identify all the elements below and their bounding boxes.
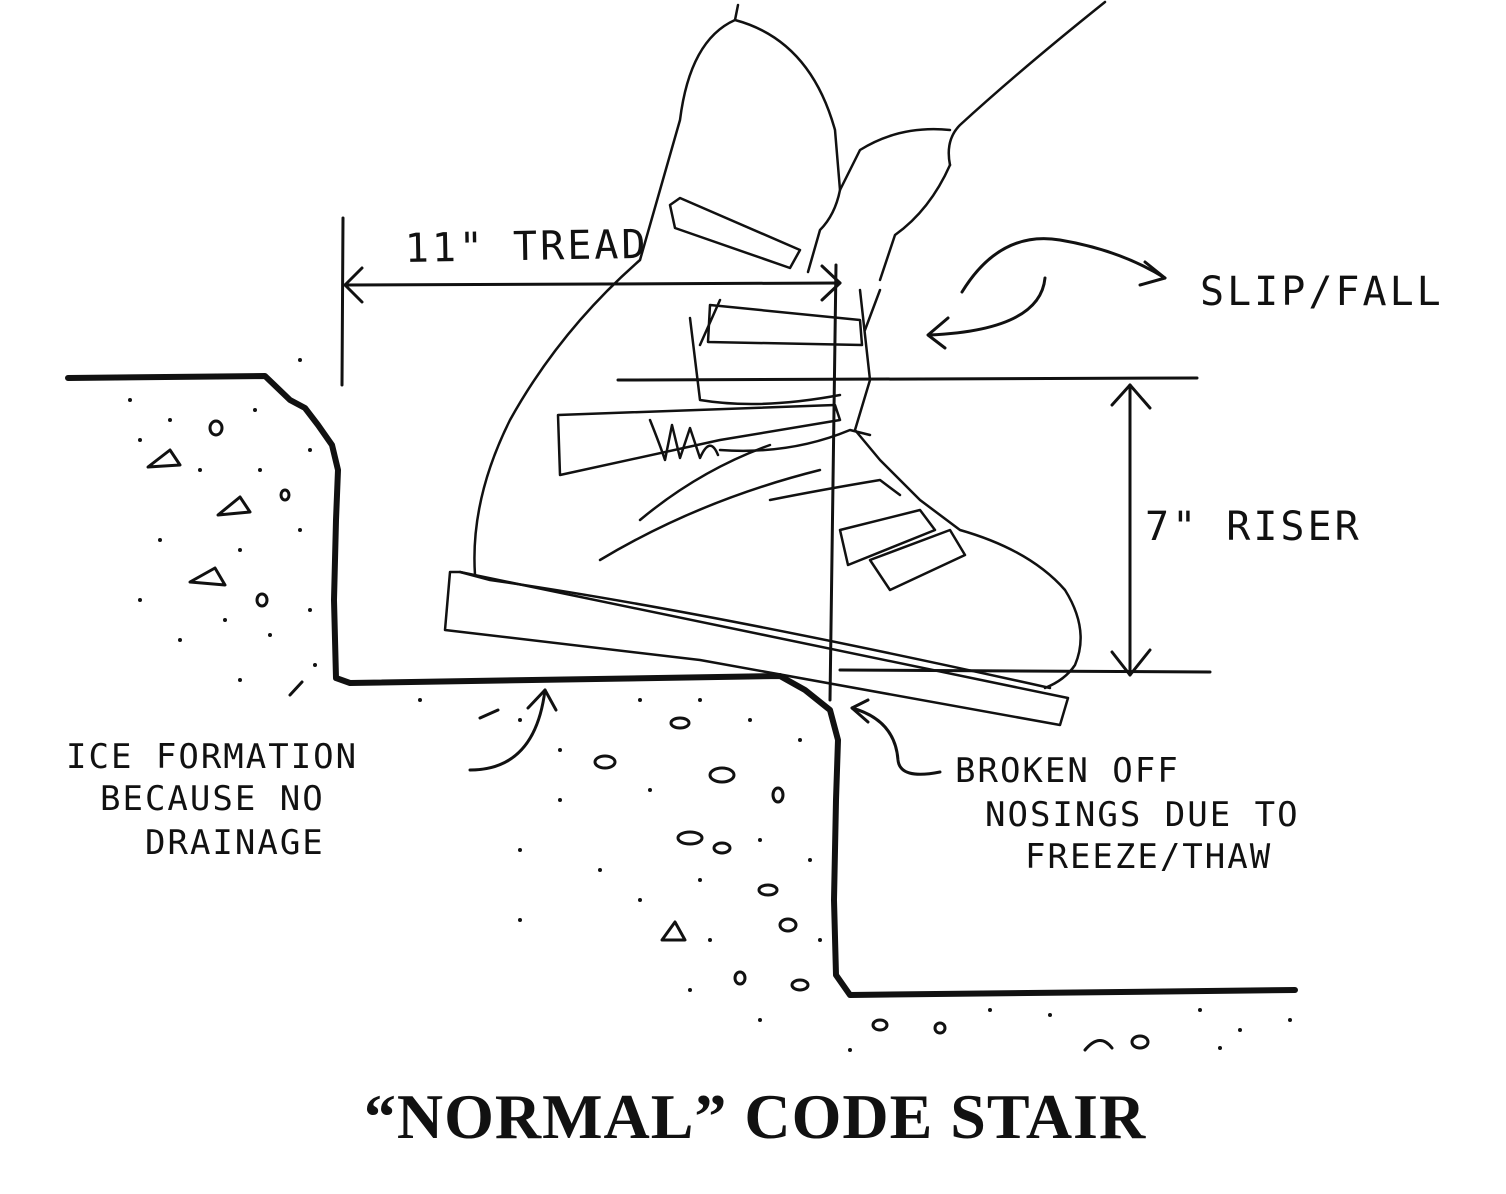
nosing-leader	[850, 698, 942, 776]
stair-profile	[65, 373, 1298, 998]
ice-label-line2: BECAUSE NO	[100, 779, 325, 819]
nosing-label-line3: FREEZE/THAW	[1025, 837, 1272, 877]
riser-dimension	[616, 376, 1212, 677]
nosing-label-line1: BROKEN OFF	[955, 751, 1180, 791]
riser-label: 7" RISER	[1145, 504, 1362, 550]
ice-leader	[468, 688, 558, 772]
boot-drawing	[443, 0, 1107, 727]
diagram-title: “NORMAL” CODE STAIR	[364, 1081, 1146, 1152]
tread-label: 11" TREAD	[404, 222, 649, 272]
concrete-texture	[146, 419, 1150, 1052]
slip-fall-arrow	[926, 237, 1167, 350]
tread-dimension	[340, 216, 842, 702]
nosing-label-line2: NOSINGS DUE TO	[985, 795, 1300, 835]
ice-label-line3: DRAINAGE	[145, 823, 325, 863]
ice-label-line1: ICE FORMATION	[66, 737, 358, 777]
slip-fall-label: SLIP/FALL	[1200, 269, 1444, 315]
concrete-dots	[128, 358, 1292, 1052]
